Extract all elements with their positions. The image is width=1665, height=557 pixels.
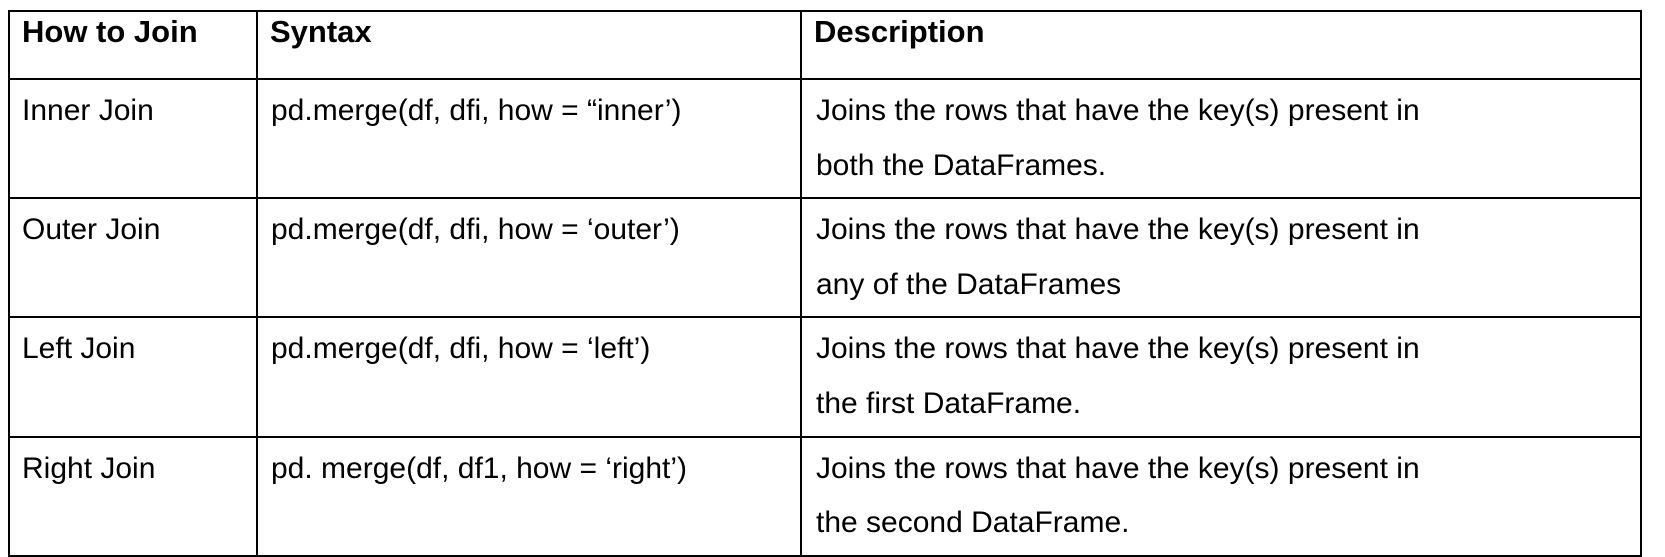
- column-header-how-to-join: How to Join: [8, 10, 258, 80]
- table-row: Right Join pd. merge(df, df1, how = ‘rig…: [8, 435, 1642, 557]
- syntax-code: pd.merge(df, dfi, how = ‘outer’): [271, 213, 680, 247]
- description-line-2: any of the DataFrames: [816, 267, 1122, 301]
- table-header-row: How to Join Syntax Description: [8, 10, 1642, 80]
- cell-syntax: pd.merge(df, dfi, how = ‘left’): [256, 316, 802, 438]
- description-line-1: Joins the rows that have the key(s) pres…: [816, 213, 1420, 247]
- column-header-syntax: Syntax: [256, 10, 802, 80]
- join-type-label: Right Join: [22, 451, 156, 485]
- syntax-code: pd. merge(df, df1, how = ‘right’): [271, 451, 688, 485]
- cell-description: Joins the rows that have the key(s) pres…: [800, 316, 1642, 438]
- join-type-label: Inner Join: [22, 94, 154, 127]
- table-row: Left Join pd.merge(df, dfi, how = ‘left’…: [8, 316, 1642, 438]
- syntax-code: pd.merge(df, dfi, how = “inner’): [271, 94, 682, 127]
- description-line-1: Joins the rows that have the key(s) pres…: [816, 332, 1420, 366]
- join-methods-table-container: How to Join Syntax Description Inner Joi…: [8, 10, 1642, 557]
- cell-description: Joins the rows that have the key(s) pres…: [800, 435, 1642, 557]
- cell-how-to-join: Outer Join: [8, 197, 258, 319]
- syntax-code: pd.merge(df, dfi, how = ‘left’): [271, 332, 651, 366]
- cell-how-to-join: Left Join: [8, 316, 258, 438]
- cell-how-to-join: Right Join: [8, 435, 258, 557]
- description-line-2: the first DataFrame.: [816, 386, 1082, 420]
- join-type-label: Left Join: [22, 332, 136, 366]
- column-header-syntax-label: Syntax: [270, 14, 372, 49]
- cell-syntax: pd.merge(df, dfi, how = ‘outer’): [256, 197, 802, 319]
- description-line-2: the second DataFrame.: [816, 506, 1130, 540]
- description-line-1: Joins the rows that have the key(s) pres…: [816, 94, 1420, 127]
- join-type-label: Outer Join: [22, 213, 161, 247]
- table-row: Outer Join pd.merge(df, dfi, how = ‘oute…: [8, 197, 1642, 319]
- description-line-2: both the DataFrames.: [816, 148, 1107, 182]
- cell-syntax: pd.merge(df, dfi, how = “inner’): [256, 77, 802, 200]
- cell-description: Joins the rows that have the key(s) pres…: [800, 197, 1642, 319]
- cell-description: Joins the rows that have the key(s) pres…: [800, 77, 1642, 200]
- cell-syntax: pd. merge(df, df1, how = ‘right’): [256, 435, 802, 557]
- table-body: Inner Join pd.merge(df, dfi, how = “inne…: [8, 77, 1642, 557]
- description-line-1: Joins the rows that have the key(s) pres…: [816, 451, 1420, 485]
- column-header-description: Description: [800, 10, 1642, 80]
- cell-how-to-join: Inner Join: [8, 77, 258, 200]
- column-header-description-label: Description: [814, 14, 985, 49]
- table-row: Inner Join pd.merge(df, dfi, how = “inne…: [8, 77, 1642, 200]
- join-methods-table: How to Join Syntax Description Inner Joi…: [8, 10, 1642, 557]
- table-header: How to Join Syntax Description: [8, 10, 1642, 80]
- column-header-how-to-join-label: How to Join: [22, 14, 198, 49]
